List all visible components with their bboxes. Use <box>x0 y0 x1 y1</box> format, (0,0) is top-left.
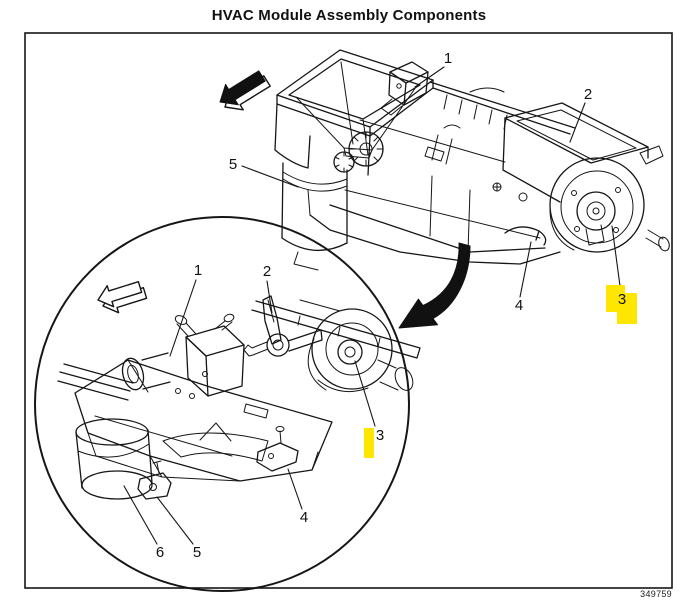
blower-case <box>502 102 664 203</box>
figure-title: HVAC Module Assembly Components <box>211 7 487 24</box>
callout-inset-3: 3 <box>376 427 384 444</box>
main-leader-lines <box>241 66 621 298</box>
callout-inset-5: 5 <box>193 544 201 561</box>
callout-inset-2: 2 <box>263 263 271 280</box>
drain-elbow <box>504 226 547 246</box>
blower-motor <box>549 157 670 253</box>
inset-underside-drawing <box>57 295 421 500</box>
figure-number: 349759 <box>640 589 672 599</box>
inset-circle <box>34 216 410 592</box>
callout-main-2: 2 <box>584 86 592 103</box>
heater-core-cover <box>281 162 348 271</box>
callout-inset-1: 1 <box>194 262 202 279</box>
air-inlet-hopper <box>274 49 434 176</box>
highlight-inset-3 <box>364 428 374 458</box>
inset-leader-lines <box>123 279 376 545</box>
callout-main-4: 4 <box>515 297 523 314</box>
rotation-arrow-icon <box>398 242 471 329</box>
main-view: 1 2 3 4 5 <box>219 49 670 329</box>
callout-main-5: 5 <box>229 156 237 173</box>
callout-main-1: 1 <box>444 50 452 67</box>
inset-direction-arrow-icon <box>97 281 148 314</box>
callout-inset-6: 6 <box>156 544 164 561</box>
module-main-case <box>307 81 576 265</box>
forward-direction-arrow-icon <box>219 70 271 111</box>
inset-view: 1 2 3 4 5 6 <box>34 216 421 592</box>
figure-frame <box>24 32 673 589</box>
callout-main-3: 3 <box>618 291 626 308</box>
callout-inset-4: 4 <box>300 509 308 526</box>
fan-gear-detail <box>333 131 384 173</box>
highlight-main-3 <box>606 285 637 324</box>
